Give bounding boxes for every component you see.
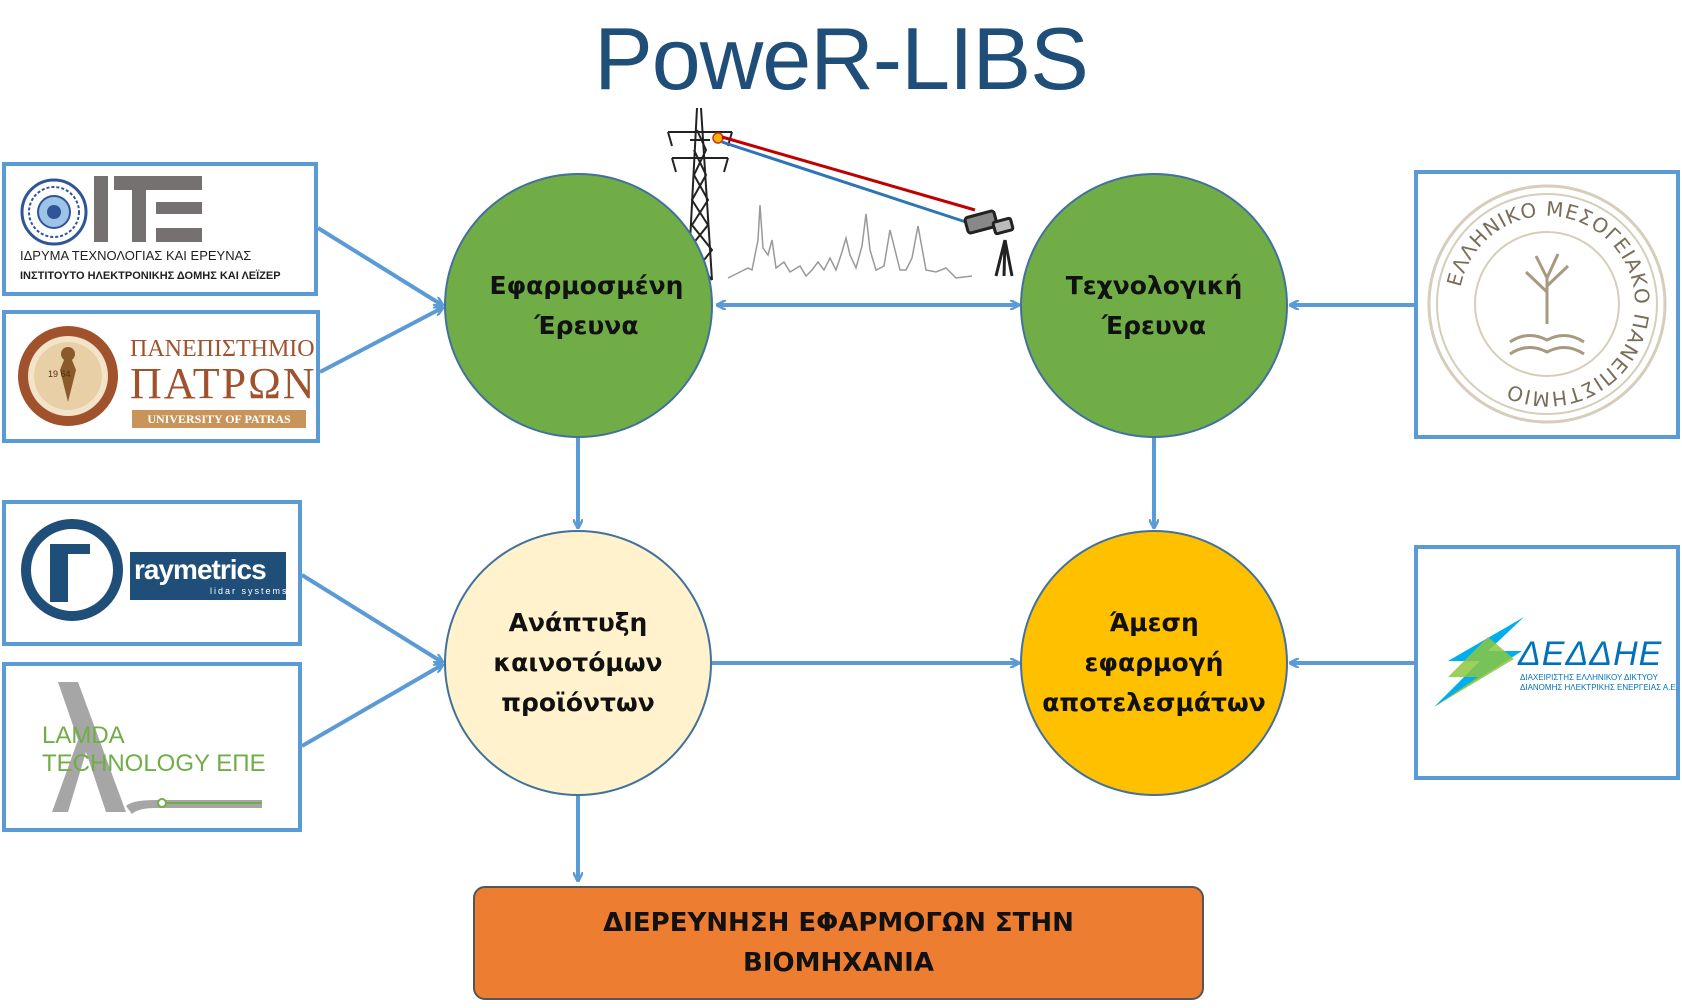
logo-raymetrics: raymetrics lidar systems [2,500,302,646]
laser-beam-blue [721,140,973,226]
olive-tree-icon [1509,253,1585,356]
node-direct-application: Άμεση εφαρμογή αποτελεσμάτων [1020,530,1288,796]
ite-line2: ΙΝΣΤΙΤΟΥΤΟ ΗΛΕΚΤΡΟΝΙΚΗΣ ΔΟΜΗΣ ΚΑΙ ΛΕΪΖΕΡ [20,270,281,282]
arrow-raymetrics-to-product [300,573,442,662]
spectrum-line [727,204,973,279]
logo-deddie: ΔΕΔΔΗΕ ΔΙΑΧΕΙΡΙΣΤΗΣ ΕΛΛΗΝΙΚΟΥ ΔΙΚΤΥΟΥ ΔΙ… [1414,545,1680,780]
upatras-seal-icon [18,326,118,426]
arrow-upatras-to-applied [319,308,442,374]
upatras-seal-year: 19 64 [48,369,71,379]
raymetrics-sub: lidar systems [210,586,289,596]
deddie-sub2: ΔΙΑΝΟΜΗΣ ΗΛΕΚΤΡΙΚΗΣ ΕΝΕΡΓΕΙΑΣ Α.Ε. [1520,683,1678,692]
arrow-lamda-to-product [300,665,442,748]
node-tech-research: Τεχνολογική Έρευνα [1020,173,1288,438]
ite-line1: ΙΔΡΥΜΑ ΤΕΧΝΟΛΟΓΙΑΣ ΚΑΙ ΕΡΕΥΝΑΣ [20,248,252,263]
diagram-title: PoweR-LIBS [594,9,1089,108]
hmu-seal-icon: ΕΛΛΗΝΙΚΟ ΜΕΣΟΓΕΙΑΚΟ ΠΑΝΕΠΙΣΤΗΜΙΟ [1427,184,1667,424]
logo-hmu: ΕΛΛΗΝΙΚΟ ΜΕΣΟΓΕΙΑΚΟ ΠΑΝΕΠΙΣΤΗΜΙΟ [1414,170,1680,439]
raymetrics-name: raymetrics [134,554,267,585]
laser-beam-red [721,135,976,212]
ite-seal-icon [20,178,88,246]
logo-lamda: LAMDA TECHNOLOGY ΕΠΕ [2,662,302,832]
upatras-line2: ΠΑΤΡΩΝ [130,359,317,408]
deddie-name: ΔΕΔΔΗΕ [1518,635,1663,673]
lamda-line2: TECHNOLOGY ΕΠΕ [42,750,266,777]
ite-mark-icon [94,176,202,242]
logo-ite: ΙΔΡΥΜΑ ΤΕΧΝΟΛΟΓΙΑΣ ΚΑΙ ΕΡΕΥΝΑΣ ΙΝΣΤΙΤΟΥΤ… [2,162,318,296]
node-product-development: Ανάπτυξη καινοτόμων προϊόντων [444,530,712,796]
arrow-ite-to-applied [316,226,442,305]
bottom-industry-box: ΔΙΕΡΕΥΝΗΣΗ ΕΦΑΡΜΟΓΩΝ ΣΤΗΝ ΒΙΟΜΗΧΑΝΙΑ [473,886,1204,1000]
upatras-line3: UNIVERSITY OF PATRAS [132,410,306,428]
raymetrics-name-bar [130,552,286,600]
deddie-bolt-icon [1434,617,1524,707]
lamda-line1: LAMDA [42,722,125,749]
upatras-line1: ΠΑΝΕΠΙΣΤΗΜΙΟ [130,336,315,362]
lamda-mark-icon [52,682,262,814]
raymetrics-mark-icon [21,519,123,621]
deddie-sub1: ΔΙΑΧΕΙΡΙΣΤΗΣ ΕΛΛΗΝΙΚΟΥ ΔΙΚΤΥΟΥ [1520,673,1658,682]
target-spark-icon [712,132,724,144]
tripod-telescope-icon [963,209,1015,277]
node-applied-research: Εφαρμοσμένη Έρευνα [444,173,713,438]
logo-upatras: 19 64 ΠΑΝΕΠΙΣΤΗΜΙΟ ΠΑΤΡΩΝ UNIVERSITY OF … [2,310,320,443]
